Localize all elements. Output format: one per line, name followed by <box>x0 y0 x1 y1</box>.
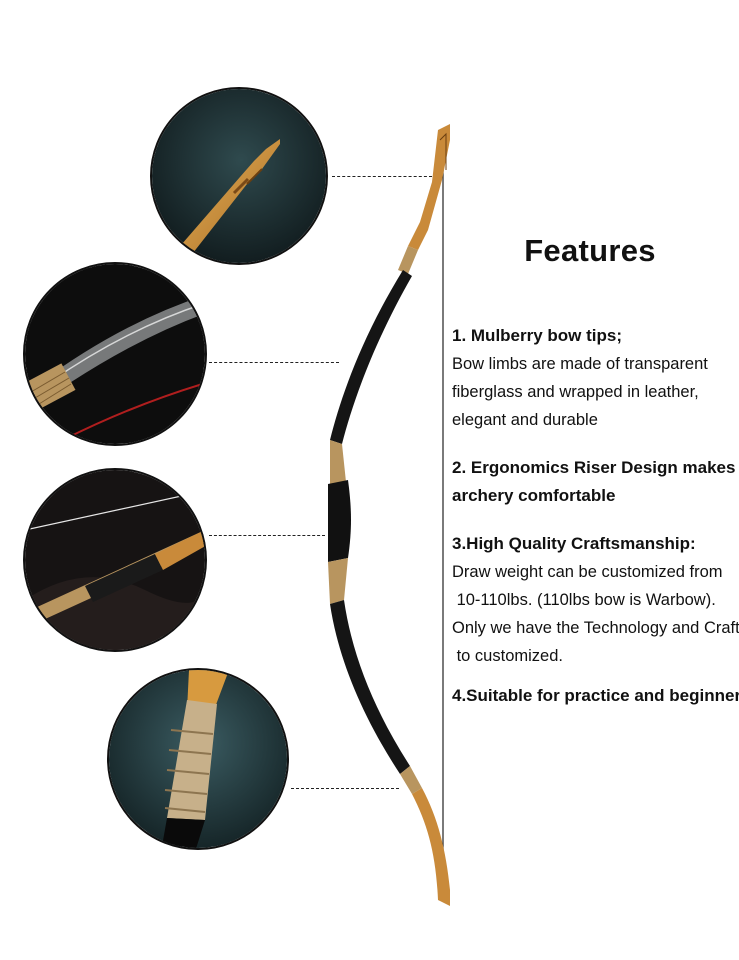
feature-desc-line: elegant and durable <box>452 411 598 429</box>
feature-desc-line: Only we have the Technology and Craft <box>452 619 739 637</box>
feature-title: 3.High Quality Craftsmanship: <box>452 534 696 553</box>
feature-desc-line: 10-110lbs. (110lbs bow is Warbow). <box>452 591 716 609</box>
feature-item-3: 3.High Quality Craftsmanship: Draw weigh… <box>452 530 739 670</box>
feature-desc-line: to customized. <box>452 647 563 665</box>
riser-grip-detail-image <box>23 468 207 652</box>
leader-line-riser <box>209 535 325 536</box>
leader-line-wrap <box>291 788 399 789</box>
bow-tip-detail-image <box>150 87 328 265</box>
recurve-bow-illustration <box>328 124 450 906</box>
feature-item-2: 2. Ergonomics Riser Design makes archery… <box>452 454 737 510</box>
feature-desc-line: Draw weight can be customized from <box>452 563 723 581</box>
feature-title: 4.Suitable for practice and beginner <box>452 686 739 705</box>
feature-item-1: 1. Mulberry bow tips; Bow limbs are made… <box>452 322 737 434</box>
leader-line-tip <box>332 176 432 177</box>
feature-desc-line: archery comfortable <box>452 486 616 505</box>
fiberglass-limb-detail-image <box>23 262 207 446</box>
feature-title: 2. Ergonomics Riser Design makes <box>452 458 736 477</box>
wrapped-limb-detail-image <box>107 668 289 850</box>
features-heading: Features <box>524 233 656 268</box>
feature-item-4: 4.Suitable for practice and beginner <box>452 682 739 710</box>
leader-line-limb <box>209 362 339 363</box>
feature-desc-line: Bow limbs are made of transparent <box>452 355 708 373</box>
feature-title: 1. Mulberry bow tips; <box>452 326 623 345</box>
feature-desc-line: fiberglass and wrapped in leather, <box>452 383 699 401</box>
